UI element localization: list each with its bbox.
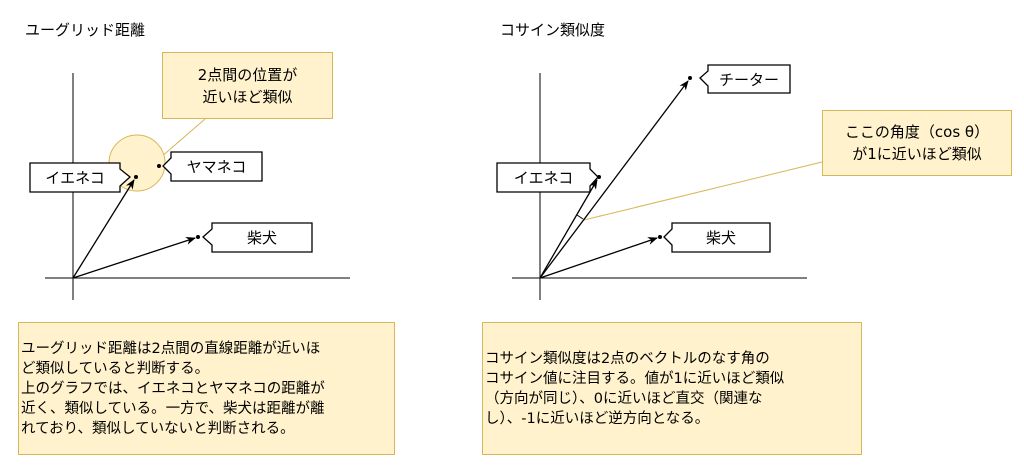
cosine-explanation: コサイン類似度は2点のベクトルのなす角の コサイン値に注目する。値が1に近いほど…	[482, 322, 862, 455]
cosine-point-shiba	[658, 235, 662, 239]
explanation-line: ユーグリッド距離は2点間の直線距離が近いほ	[21, 340, 321, 357]
cosine-vector-ieneko	[539, 179, 598, 279]
cosine-label-shiba: 柴犬	[705, 229, 736, 247]
euclid-point-yamaneko	[157, 164, 161, 168]
explanation-line: コサイン値に注目する。値が1に近いほど類似	[485, 370, 785, 387]
euclid-label-shiba: 柴犬	[246, 229, 277, 247]
euclid-label-ieneko: イエネコ	[45, 169, 105, 187]
cosine-point-ieneko	[597, 175, 601, 179]
euclid-vector-ieneko	[72, 179, 135, 279]
explanation-line: コサイン類似度は2点のベクトルのなす角の	[485, 350, 770, 367]
euclid-vector-shiba	[72, 237, 196, 279]
euclid-callout-yamaneko	[162, 151, 263, 182]
cosine-point-cheetah	[688, 76, 692, 80]
euclid-point-shiba	[196, 235, 200, 239]
explanation-line: し）、-1に近いほど逆方向となる。	[485, 410, 710, 427]
explanation-line: 上のグラフでは、イエネコとヤマネコの距離が	[21, 380, 325, 397]
euclid-title: ユーグリッド距離	[25, 21, 146, 39]
cosine-callout-shiba	[663, 222, 771, 253]
cosine-note: ここの角度（cos θ） が1に近いほど類似	[822, 110, 1012, 176]
explanation-line: ど類似していると判断する。	[21, 360, 210, 377]
cosine-callout-cheetah	[699, 64, 791, 94]
note-line: 近いほど類似	[202, 87, 293, 106]
explanation-line: （方向が同じ）、0に近いほど直交（関連な	[485, 390, 763, 407]
cosine-vector-cheetah	[539, 80, 689, 279]
euclid-point-ieneko	[134, 175, 138, 179]
note-line: が1に近いほど類似	[852, 145, 982, 163]
explanation-line: れており、類似していないと判断される。	[21, 420, 295, 437]
cosine-vector-shiba	[539, 237, 658, 279]
cosine-label-ieneko: イエネコ	[513, 169, 574, 187]
cosine-label-cheetah: チーター	[718, 70, 779, 89]
euclid-explanation: ユーグリッド距離は2点間の直線距離が近いほ ど類似していると判断する。 上のグラ…	[18, 322, 395, 455]
cosine-title: コサイン類似度	[500, 21, 606, 39]
euclid-leader-line	[159, 118, 206, 159]
euclid-label-yamaneko: ヤマネコ	[186, 158, 247, 176]
cosine-angle-marker	[576, 214, 584, 220]
cosine-leader-line	[583, 161, 823, 221]
euclid-note: 2点間の位置が 近いほど類似	[162, 52, 333, 119]
note-line: ここの角度（cos θ）	[844, 123, 990, 141]
euclid-callout-shiba	[202, 222, 313, 253]
note-line: 2点間の位置が	[197, 65, 298, 84]
euclid-callout-ieneko	[29, 162, 132, 193]
cosine-callout-ieneko	[496, 162, 599, 193]
explanation-line: 近く、類似している。一方で、柴犬は距離が離	[21, 400, 325, 417]
